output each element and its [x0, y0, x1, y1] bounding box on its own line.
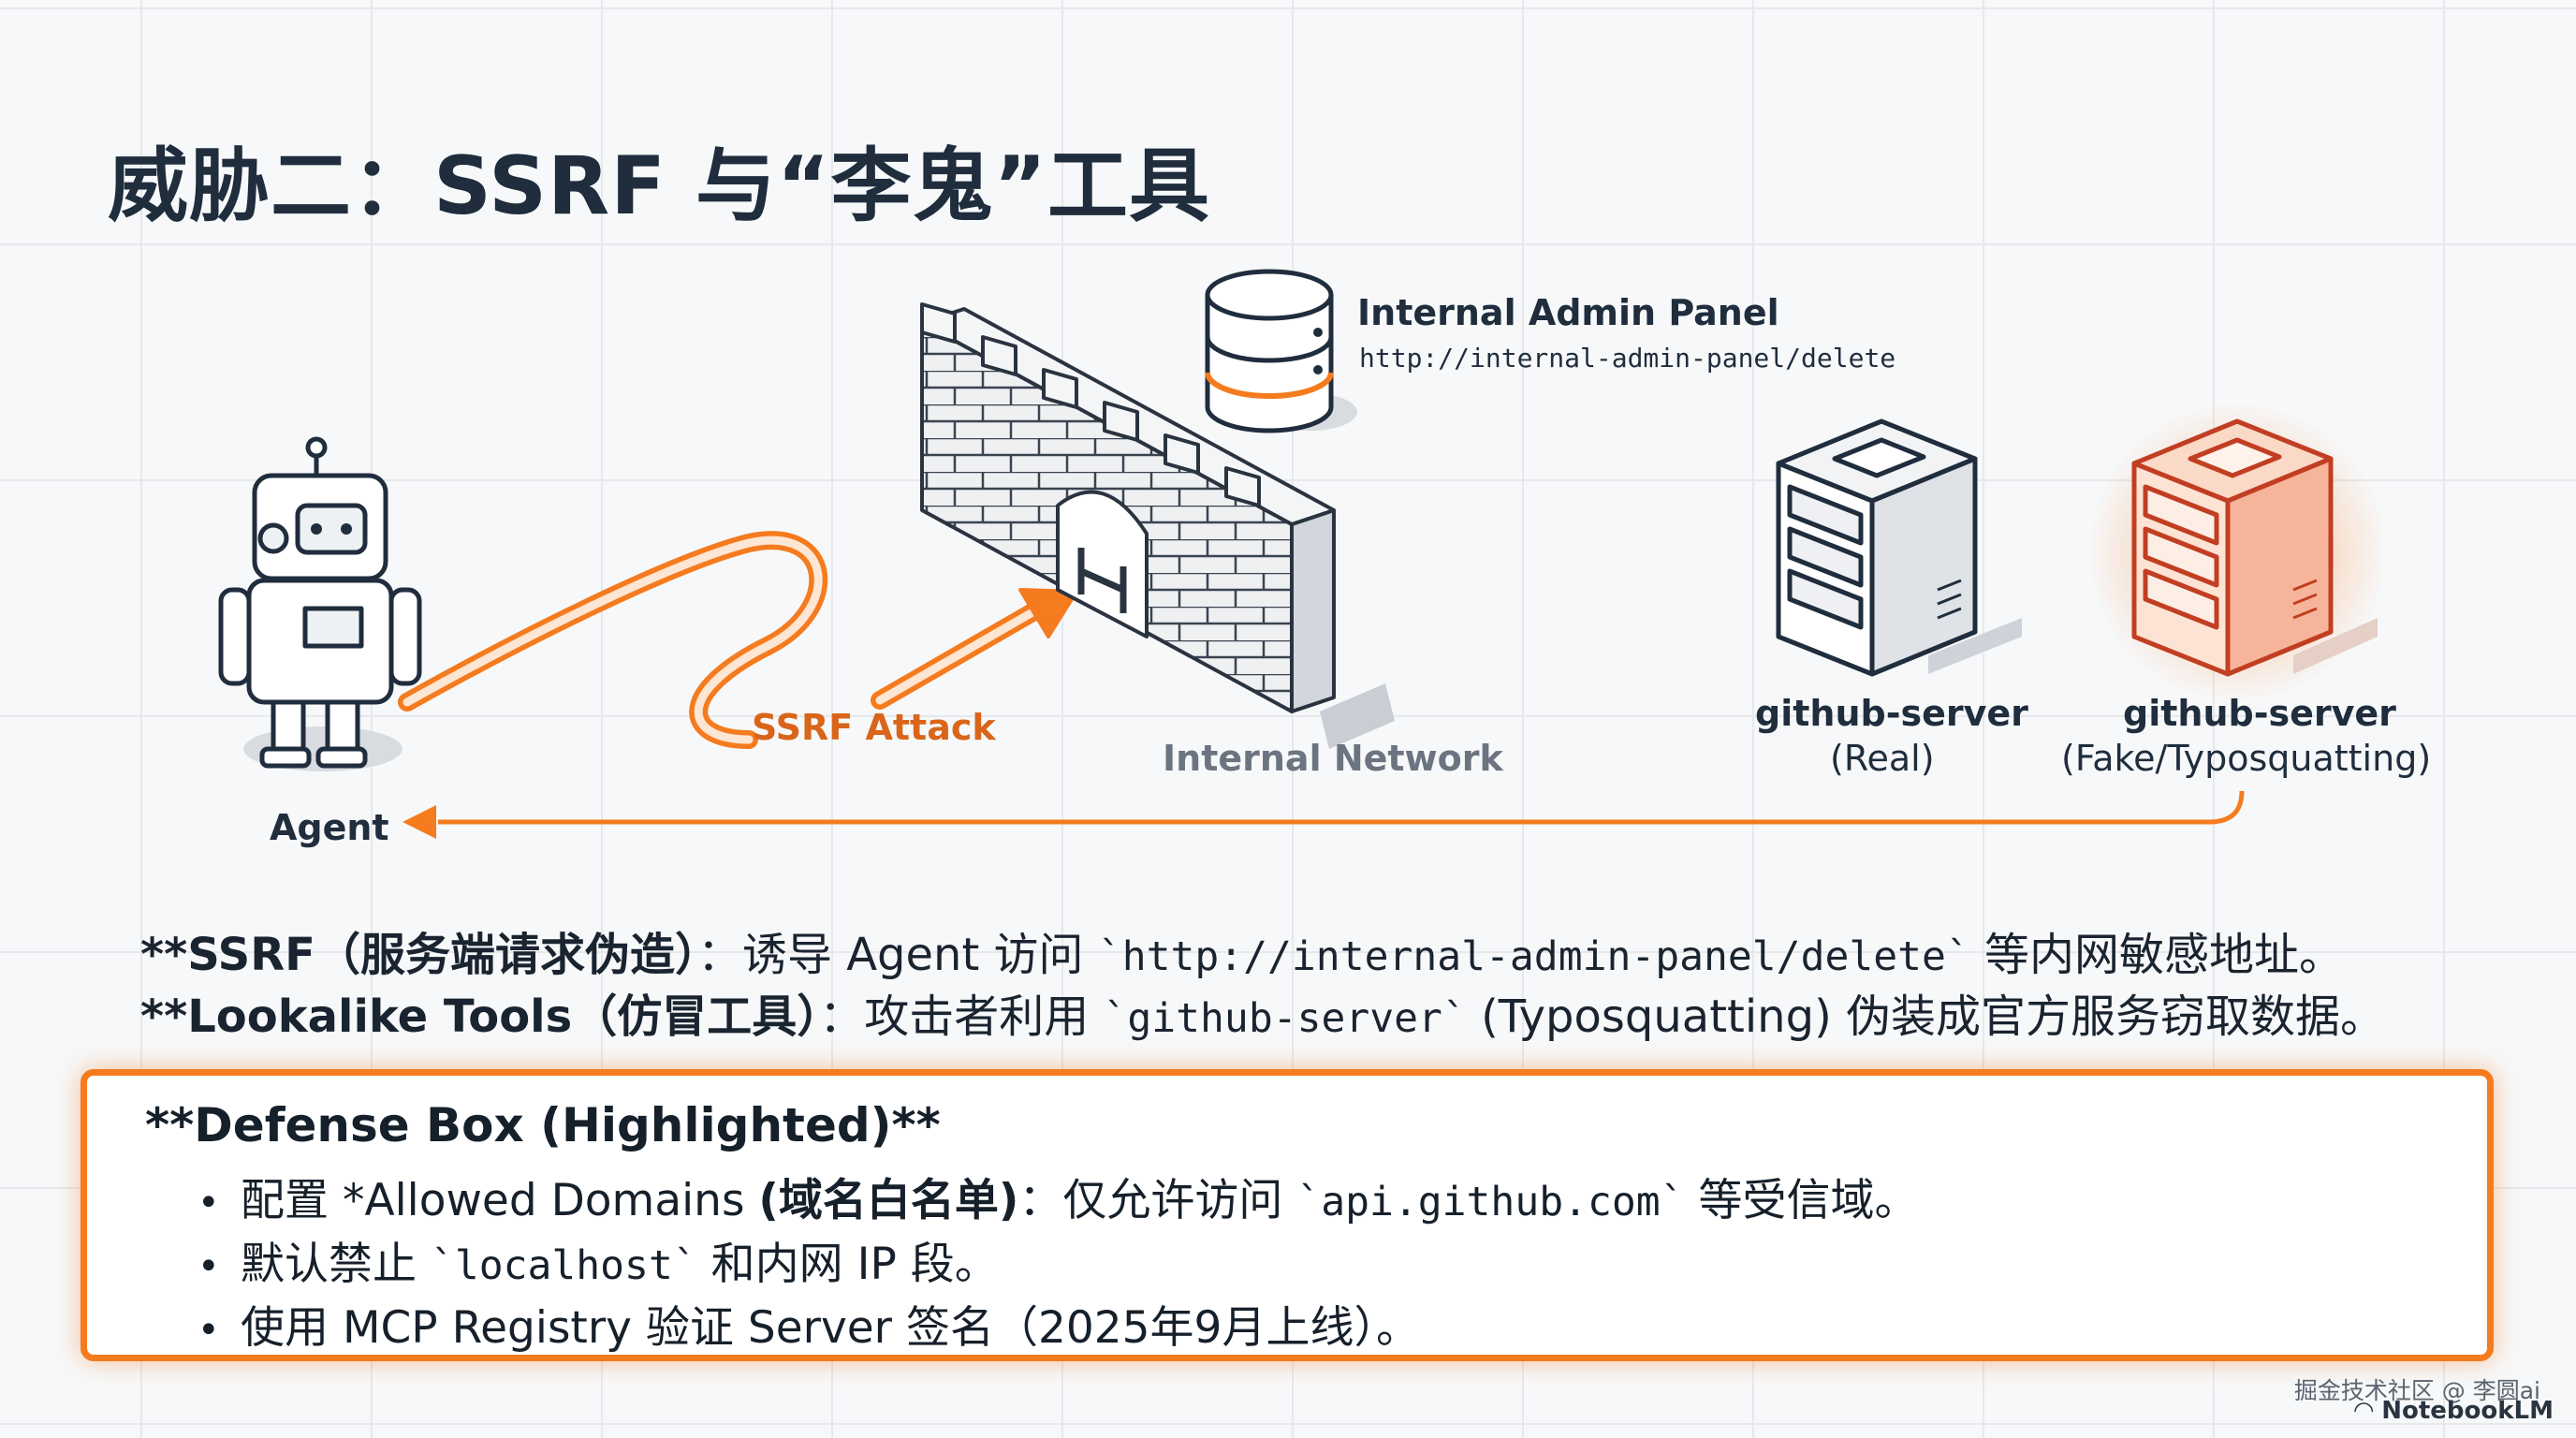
defense-box: **Defense Box (Highlighted)** • 配置 *Allow… [80, 1069, 2494, 1361]
defense-bullet-1: • 配置 *Allowed Domains (域名白名单)：仅允许访问 `api.… [198, 1164, 1919, 1228]
fake-server-name: github-server [2123, 693, 2396, 734]
bullet-dot: • [198, 1245, 220, 1288]
admin-panel-url: http://internal-admin-panel/delete [1359, 343, 1896, 374]
database-icon [1205, 269, 1357, 433]
return-arrow [402, 790, 2245, 839]
bullet-dot: • [198, 1181, 220, 1225]
ssrf-code: `http://internal-admin-panel/delete` [1097, 933, 1970, 980]
b2-code: `localhost` [430, 1242, 697, 1289]
ssrf-attack-path [398, 531, 1078, 749]
real-server-tag: (Real) [1830, 738, 1935, 779]
b1-pre: 配置 *Allowed Domains [241, 1175, 759, 1226]
ssrf-suffix: 等内网敏感地址。 [1969, 929, 2345, 981]
b1-bold: (域名白名单) [758, 1175, 1019, 1226]
watermark-brand-text: NotebookLM [2381, 1397, 2554, 1425]
lookalike-term: **Lookalike Tools（仿冒工具） [140, 990, 820, 1043]
lookalike-code: `github-server` [1103, 995, 1467, 1042]
watermark-source: 掘金技术社区 @ 李圆ai [2293, 1377, 2540, 1404]
b1-code: `api.github.com` [1296, 1179, 1685, 1225]
defense-title: **Defense Box (Highlighted)** [145, 1098, 941, 1152]
firewall-wall-icon [920, 302, 1395, 749]
lookalike-description: **Lookalike Tools（仿冒工具）：攻击者利用 `github-se… [140, 979, 2385, 1045]
watermark-brand: ◠ NotebookLM [2354, 1397, 2554, 1425]
b2-pre: 默认禁止 [241, 1239, 431, 1290]
agent-robot-icon [218, 436, 422, 771]
admin-panel-title: Internal Admin Panel [1357, 292, 1779, 333]
real-server-name: github-server [1755, 693, 2028, 734]
b1-mid: ：仅允许访问 [1018, 1175, 1297, 1226]
b3-text: 使用 MCP Registry 验证 Server 签名（2025年9月上线）。 [241, 1302, 1420, 1354]
agent-label: Agent [270, 807, 389, 848]
ssrf-term: **SSRF（服务端请求伪造） [140, 929, 697, 981]
bullet-dot: • [198, 1309, 220, 1352]
ssrf-attack-label: SSRF Attack [752, 707, 996, 748]
real-server-icon [1776, 418, 2022, 677]
notebooklm-logo-icon: ◠ [2354, 1397, 2382, 1425]
ssrf-description: **SSRF（服务端请求伪造）：诱导 Agent 访问 `http://inte… [140, 917, 2344, 983]
ssrf-colon: ：诱导 Agent 访问 [696, 929, 1098, 981]
internal-network-label: Internal Network [1163, 738, 1503, 779]
b1-post: 等受信域。 [1684, 1175, 1919, 1226]
b2-post: 和内网 IP 段。 [696, 1239, 999, 1290]
defense-bullet-2: • 默认禁止 `localhost` 和内网 IP 段。 [198, 1227, 999, 1292]
fake-server-tag: (Fake/Typosquatting) [2061, 738, 2432, 779]
defense-bullet-3: • 使用 MCP Registry 验证 Server 签名（2025年9月上线）… [198, 1291, 1420, 1356]
page-title: 威胁二：SSRF 与“李鬼”工具 [108, 139, 1210, 233]
lookalike-colon: ：攻击者利用 [819, 990, 1104, 1043]
fake-server-icon [2087, 403, 2387, 702]
lookalike-suffix: (Typosquatting) 伪装成官方服务窃取数据。 [1466, 990, 2386, 1043]
